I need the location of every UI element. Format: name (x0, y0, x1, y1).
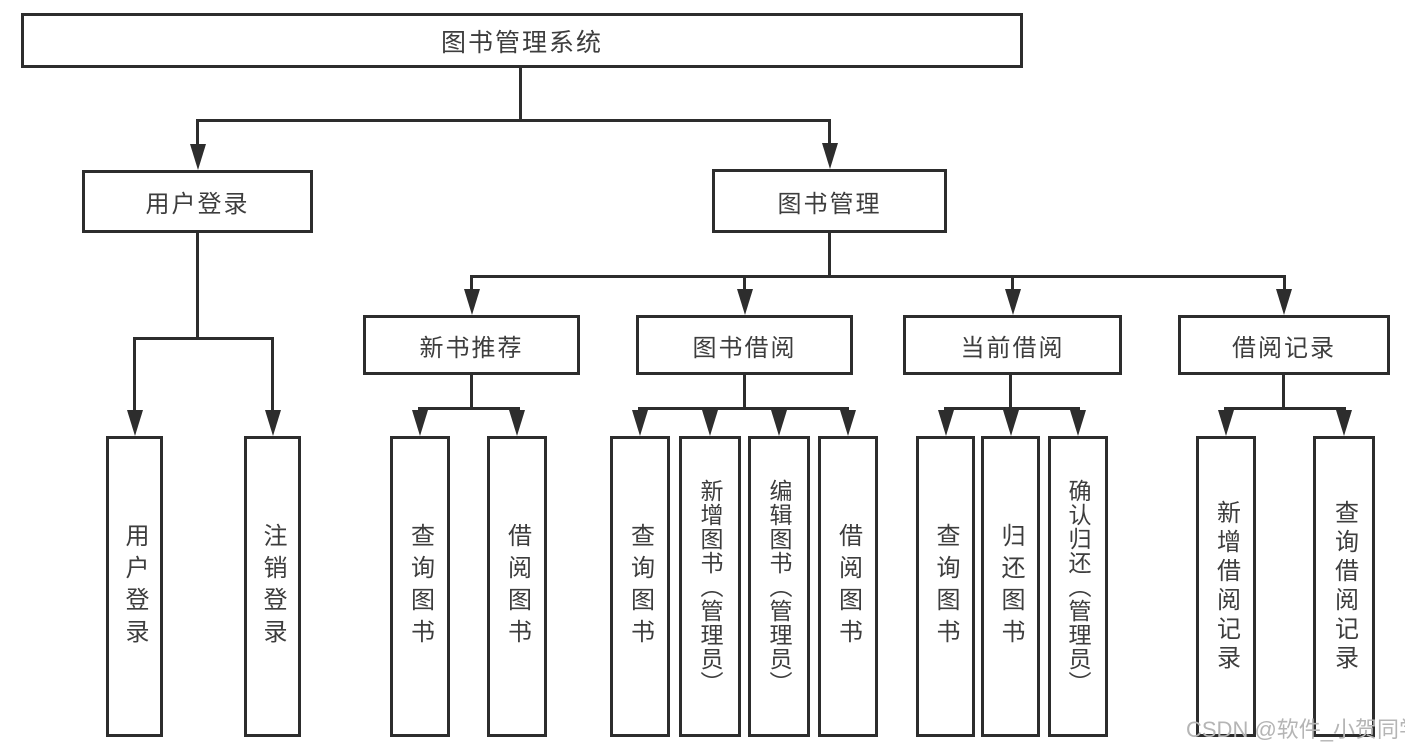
connector-line (470, 375, 473, 407)
node-add-books-admin: 新增图书（管理员） (679, 436, 741, 737)
arrowhead-down (127, 410, 143, 436)
connector-line (418, 407, 520, 410)
arrowhead-down (464, 289, 480, 315)
arrowhead-down (1005, 289, 1021, 315)
connector-line (1283, 275, 1286, 292)
connector-line (519, 68, 522, 119)
arrowhead-down (771, 410, 787, 436)
node-user-login-action: 用户登录 (106, 436, 163, 737)
arrowhead-down (822, 143, 838, 169)
connector-line (196, 119, 831, 122)
node-borrow-books-under-recommend: 借阅图书 (487, 436, 547, 737)
arrowhead-down (702, 410, 718, 436)
node-return-books: 归还图书 (981, 436, 1040, 737)
connector-line (1009, 375, 1012, 407)
node-new-book-recommendation: 新书推荐 (363, 315, 580, 375)
connector-line (470, 275, 1286, 278)
connector-line (470, 275, 473, 292)
node-query-books-under-recommend: 查询图书 (390, 436, 450, 737)
watermark: CSDN @软件_小贺同学 (1186, 717, 1405, 742)
arrowhead-down (840, 410, 856, 436)
connector-line (828, 119, 831, 146)
arrowhead-down (190, 144, 206, 170)
node-query-books-under-borrowing: 查询图书 (610, 436, 670, 737)
node-edit-books-admin: 编辑图书（管理员） (748, 436, 810, 737)
node-confirm-return-admin: 确认归还（管理员） (1048, 436, 1108, 737)
arrowhead-down (1218, 410, 1234, 436)
arrowhead-down (509, 410, 525, 436)
connector-line (638, 407, 849, 410)
arrowhead-down (1276, 289, 1292, 315)
connector-line (743, 375, 746, 407)
arrowhead-down (1003, 410, 1019, 436)
connector-line (828, 233, 831, 275)
connector-line (271, 337, 274, 412)
node-logout-action: 注销登录 (244, 436, 301, 737)
node-query-books-under-current: 查询图书 (916, 436, 975, 737)
connector-line (133, 337, 274, 340)
connector-line (944, 407, 1080, 410)
arrowhead-down (1070, 410, 1086, 436)
node-borrow-books-under-borrowing: 借阅图书 (818, 436, 878, 737)
connector-line (743, 275, 746, 292)
arrowhead-down (737, 289, 753, 315)
arrowhead-down (265, 410, 281, 436)
node-borrowing-records: 借阅记录 (1178, 315, 1390, 375)
arrowhead-down (412, 410, 428, 436)
connector-line (1011, 275, 1014, 292)
connector-line (196, 119, 199, 146)
node-book-management: 图书管理 (712, 169, 947, 233)
node-query-borrow-record: 查询借阅记录 (1313, 436, 1375, 737)
arrowhead-down (1336, 410, 1352, 436)
arrowhead-down (632, 410, 648, 436)
connector-line (133, 337, 136, 412)
connector-line (196, 233, 199, 337)
node-book-borrowing: 图书借阅 (636, 315, 853, 375)
connector-line (1224, 407, 1346, 410)
arrowhead-down (938, 410, 954, 436)
node-add-borrow-record: 新增借阅记录 (1196, 436, 1256, 737)
node-current-borrowing: 当前借阅 (903, 315, 1122, 375)
connector-line (1282, 375, 1285, 407)
node-book-management-system: 图书管理系统 (21, 13, 1023, 68)
node-user-login: 用户登录 (82, 170, 313, 233)
